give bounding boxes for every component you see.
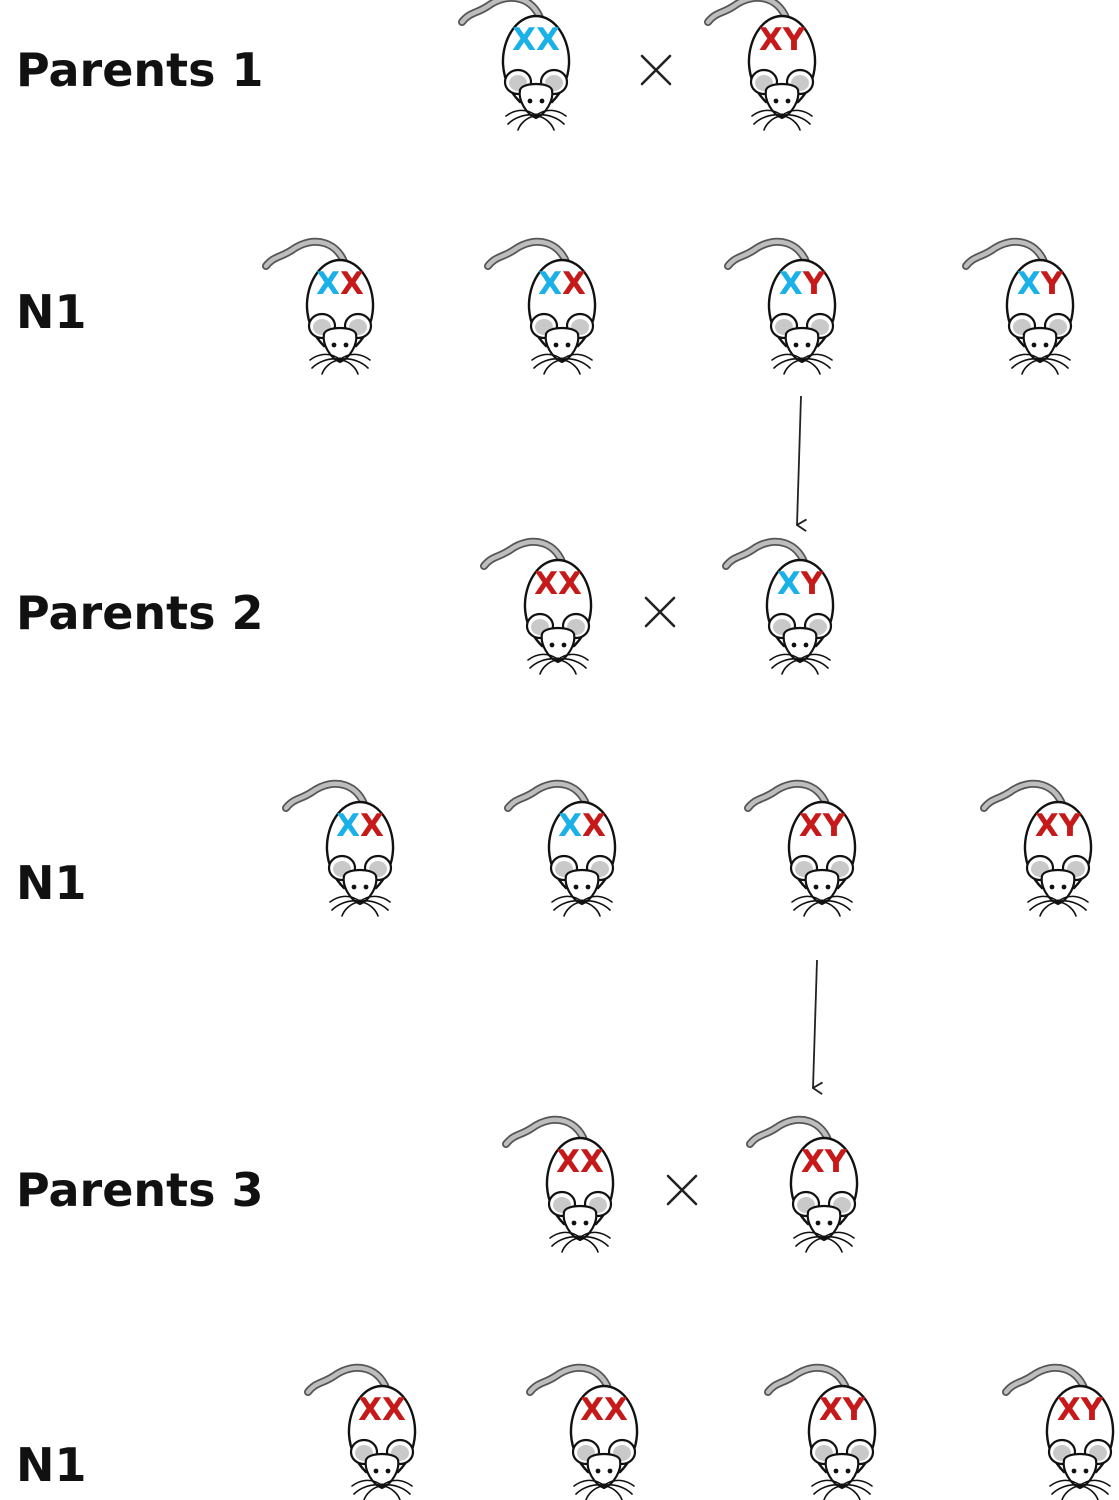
chromosome-x-blue: X: [512, 22, 536, 58]
mouse-icon: XX: [262, 237, 375, 375]
down-arrow-icon: [813, 959, 817, 1088]
chromosome-x-red: X: [556, 1144, 580, 1180]
chromosome-x-blue: X: [316, 266, 340, 302]
genotype-label: XX: [538, 266, 586, 302]
genotype-label: XX: [556, 1144, 604, 1180]
chromosome-y-red: Y: [842, 1392, 866, 1428]
chromosome-y-red: Y: [1040, 266, 1064, 302]
chromosome-x-blue: X: [777, 566, 801, 602]
chromosome-x-red: X: [1057, 1392, 1081, 1428]
genotype-label: XY: [819, 1392, 866, 1428]
chromosome-x-blue: X: [779, 266, 803, 302]
genotype-label: XX: [534, 566, 582, 602]
mouse-icon: XX: [282, 779, 395, 917]
genotype-label: XX: [336, 808, 384, 844]
chromosome-y-red: Y: [800, 566, 824, 602]
genotype-label: XY: [779, 266, 826, 302]
genotype-label: XX: [512, 22, 560, 58]
chromosome-x-red: X: [562, 266, 586, 302]
mouse-icon: XY: [980, 779, 1093, 917]
mouse-icon: XY: [744, 779, 857, 917]
chromosome-x-red: X: [1035, 808, 1059, 844]
row-label: Parents 3: [16, 1163, 264, 1217]
cross-icon: [666, 1174, 698, 1206]
genotype-label: XY: [759, 22, 806, 58]
chromosome-x-red: X: [580, 1144, 604, 1180]
mouse-icon: XY: [746, 1115, 859, 1253]
mouse-icon: XX: [484, 237, 597, 375]
mouse-icon: XX: [304, 1363, 417, 1500]
chromosome-x-red: X: [582, 808, 606, 844]
genotype-label: XY: [799, 808, 846, 844]
genotype-label: XX: [580, 1392, 628, 1428]
chromosome-x-blue: X: [536, 22, 560, 58]
chromosome-y-red: Y: [824, 1144, 848, 1180]
chromosome-x-red: X: [759, 22, 783, 58]
mouse-icon: XX: [526, 1363, 639, 1500]
chromosome-x-red: X: [360, 808, 384, 844]
mouse-icon: XY: [764, 1363, 877, 1500]
chromosome-x-red: X: [558, 566, 582, 602]
genotype-label: XY: [1057, 1392, 1104, 1428]
genotype-label: XY: [801, 1144, 848, 1180]
chromosome-x-red: X: [819, 1392, 843, 1428]
chromosome-x-red: X: [801, 1144, 825, 1180]
chromosome-x-blue: X: [558, 808, 582, 844]
mouse-icon: XY: [722, 537, 835, 675]
row-label: Parents 2: [16, 586, 264, 640]
chromosome-y-red: Y: [822, 808, 846, 844]
chromosome-x-red: X: [358, 1392, 382, 1428]
cross-icon: [644, 596, 676, 628]
genotype-label: XX: [558, 808, 606, 844]
row-label: N1: [16, 1438, 87, 1492]
row-label: Parents 1: [16, 43, 264, 97]
chromosome-x-blue: X: [1017, 266, 1041, 302]
mouse-icon: XY: [962, 237, 1075, 375]
mouse-icon: XY: [1002, 1363, 1115, 1500]
mouse-icon: XY: [704, 0, 817, 131]
chromosome-x-red: X: [534, 566, 558, 602]
mouse-icon: XX: [502, 1115, 615, 1253]
chromosome-x-red: X: [340, 266, 364, 302]
genotype-label: XX: [316, 266, 364, 302]
chromosome-x-blue: X: [336, 808, 360, 844]
mouse-icon: XX: [458, 0, 571, 131]
chromosome-y-red: Y: [782, 22, 806, 58]
genotype-label: XX: [358, 1392, 406, 1428]
mouse-icon: XX: [480, 537, 593, 675]
chromosome-x-red: X: [604, 1392, 628, 1428]
row-label: N1: [16, 856, 87, 910]
chromosome-y-red: Y: [1080, 1392, 1104, 1428]
chromosome-x-red: X: [799, 808, 823, 844]
chromosome-x-red: X: [580, 1392, 604, 1428]
mouse-icon: XY: [724, 237, 837, 375]
chromosome-y-red: Y: [802, 266, 826, 302]
genotype-label: XY: [1017, 266, 1064, 302]
chromosome-x-blue: X: [538, 266, 562, 302]
mouse-icon: XX: [504, 779, 617, 917]
chromosome-y-red: Y: [1058, 808, 1082, 844]
cross-icon: [640, 54, 672, 86]
genotype-label: XY: [777, 566, 824, 602]
row-label: N1: [16, 285, 87, 339]
genotype-label: XY: [1035, 808, 1082, 844]
down-arrow-icon: [797, 395, 801, 525]
chromosome-x-red: X: [382, 1392, 406, 1428]
